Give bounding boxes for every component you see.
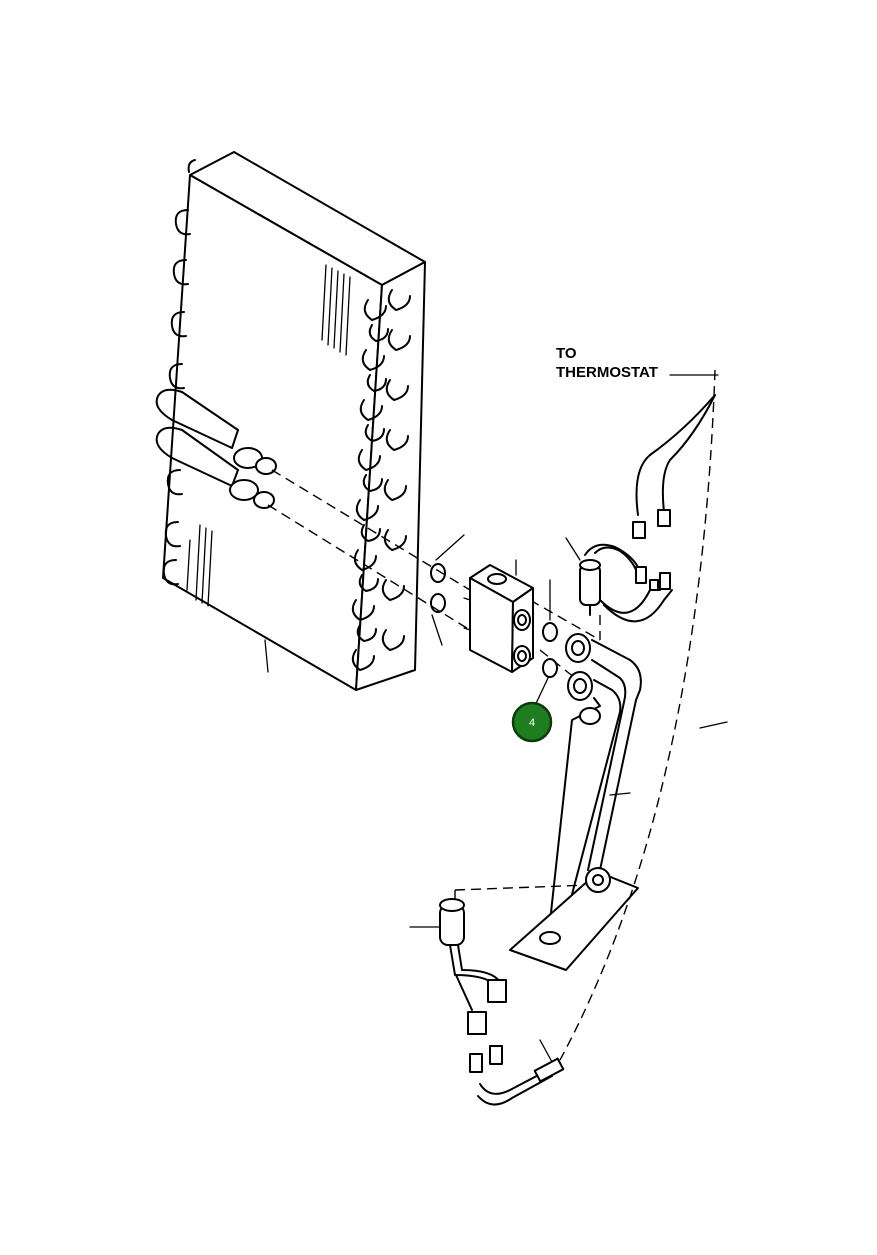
thermostat-wire-connectors [632,394,716,539]
refrigerant-lines [509,633,642,971]
expansion-valve-block [463,564,534,673]
to-thermostat-label-line1: TO [556,345,577,362]
upper-pressure-switch [579,543,673,623]
callout-circle[interactable] [511,701,553,743]
thermostat-sensing-bulb [469,369,716,1106]
callout-number: 4 [529,717,535,729]
lower-pressure-switch [409,898,507,1035]
callout-4[interactable]: 4 [511,701,553,743]
evaporator-coil [155,151,426,691]
to-thermostat-label-line2: THERMOSTAT [556,364,658,381]
coil-fitting-nuts [229,447,277,509]
o-rings [430,563,558,678]
assembly-dashed-lines [267,469,601,910]
